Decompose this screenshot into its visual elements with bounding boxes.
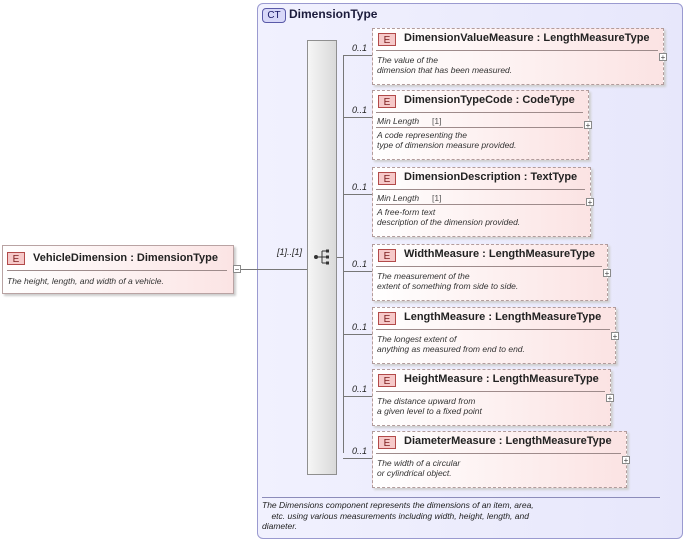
complex-type-doc: The Dimensions component represents the … xyxy=(262,500,592,532)
child-element-doc: The longest extent of xyxy=(377,334,457,344)
child-separator xyxy=(376,50,658,51)
expand-icon[interactable]: + xyxy=(584,121,592,130)
child-connector xyxy=(343,458,372,459)
sequence-out-connector xyxy=(335,257,343,258)
sequence-multiplicity: [1]..[1] xyxy=(277,247,303,257)
root-element-name: VehicleDimension : DimensionType xyxy=(33,252,219,264)
complex-type-title: DimensionType xyxy=(289,7,378,21)
facet-value: [1] xyxy=(432,193,442,203)
child-element-doc: extent of something from side to side. xyxy=(377,281,519,291)
child-element-doc: A free-form text xyxy=(377,207,436,217)
complex-type-doc-line: etc. using various measurements includin… xyxy=(262,510,529,521)
facet-value: [1] xyxy=(432,116,442,126)
child-multiplicity: 0..1 xyxy=(352,259,368,269)
child-element-doc: dimension that has been measured. xyxy=(377,65,513,75)
child-element[interactable] xyxy=(372,167,591,237)
child-separator xyxy=(376,391,605,392)
facet-name: Min Length xyxy=(377,116,420,126)
child-multiplicity: 0..1 xyxy=(352,43,368,53)
complex-type-doc-line: diameter. xyxy=(262,521,298,531)
facet-name: Min Length xyxy=(377,193,420,203)
child-element-doc: The measurement of the xyxy=(377,271,470,281)
child-element-name: DiameterMeasure : LengthMeasureType xyxy=(404,435,612,447)
root-element-doc: The height, length, and width of a vehic… xyxy=(7,276,164,286)
child-element-name: DimensionTypeCode : CodeType xyxy=(404,94,575,106)
child-element[interactable] xyxy=(372,307,616,364)
child-connector xyxy=(343,334,372,335)
child-connector xyxy=(343,117,372,118)
child-separator xyxy=(376,266,602,267)
child-element-doc: The value of the xyxy=(377,55,438,65)
complex-type-doc-separator xyxy=(262,497,660,498)
root-separator xyxy=(7,270,227,271)
child-element-doc: A code representing the xyxy=(377,130,467,140)
element-badge: E xyxy=(7,252,25,265)
child-element-doc: type of dimension measure provided. xyxy=(377,140,517,150)
element-badge: E xyxy=(378,312,396,325)
element-badge: E xyxy=(378,374,396,387)
child-multiplicity: 0..1 xyxy=(352,446,368,456)
complex-type-doc-line: The Dimensions component represents the … xyxy=(262,500,534,510)
child-separator xyxy=(376,112,583,113)
child-element-name: DimensionValueMeasure : LengthMeasureTyp… xyxy=(404,32,650,44)
child-connector xyxy=(343,194,372,195)
sequence-branch-line xyxy=(343,55,344,453)
child-connector xyxy=(343,396,372,397)
expand-icon[interactable]: + xyxy=(586,198,594,207)
sequence-compositor-icon xyxy=(314,249,329,265)
expand-icon[interactable]: + xyxy=(606,394,614,403)
child-element-doc: a given level to a fixed point xyxy=(377,406,482,416)
child-element[interactable] xyxy=(372,28,664,85)
child-element-doc: The width of a circular xyxy=(377,458,461,468)
child-element-name: DimensionDescription : TextType xyxy=(404,171,578,183)
child-element-doc: The distance upward from xyxy=(377,396,476,406)
complex-type-badge: CT xyxy=(262,8,286,23)
child-connector xyxy=(343,271,372,272)
root-connector xyxy=(241,269,307,270)
expand-icon[interactable]: + xyxy=(622,456,630,465)
child-element-name: WidthMeasure : LengthMeasureType xyxy=(404,248,596,260)
child-element[interactable] xyxy=(372,90,589,160)
collapse-icon[interactable]: − xyxy=(233,265,241,274)
child-separator xyxy=(376,329,610,330)
element-badge: E xyxy=(378,436,396,449)
child-element-doc: anything as measured from end to end. xyxy=(377,344,525,354)
child-element[interactable] xyxy=(372,244,608,301)
child-multiplicity: 0..1 xyxy=(352,322,368,332)
child-separator xyxy=(376,189,585,190)
child-element[interactable] xyxy=(372,369,611,426)
facet-separator xyxy=(376,204,585,205)
child-connector xyxy=(343,55,372,56)
child-multiplicity: 0..1 xyxy=(352,182,368,192)
expand-icon[interactable]: + xyxy=(603,269,611,278)
element-badge: E xyxy=(378,172,396,185)
child-multiplicity: 0..1 xyxy=(352,384,368,394)
element-badge: E xyxy=(378,95,396,108)
expand-icon[interactable]: + xyxy=(611,332,619,341)
expand-icon[interactable]: + xyxy=(659,53,667,62)
element-badge: E xyxy=(378,33,396,46)
root-element[interactable] xyxy=(2,245,234,294)
child-multiplicity: 0..1 xyxy=(352,105,368,115)
child-separator xyxy=(376,453,621,454)
child-element-name: HeightMeasure : LengthMeasureType xyxy=(404,373,599,385)
child-element-doc: or cylindrical object. xyxy=(377,468,452,478)
child-element-doc: description of the dimension provided. xyxy=(377,217,521,227)
facet-separator xyxy=(376,127,583,128)
element-badge: E xyxy=(378,249,396,262)
child-element[interactable] xyxy=(372,431,627,488)
child-element-name: LengthMeasure : LengthMeasureType xyxy=(404,311,602,323)
